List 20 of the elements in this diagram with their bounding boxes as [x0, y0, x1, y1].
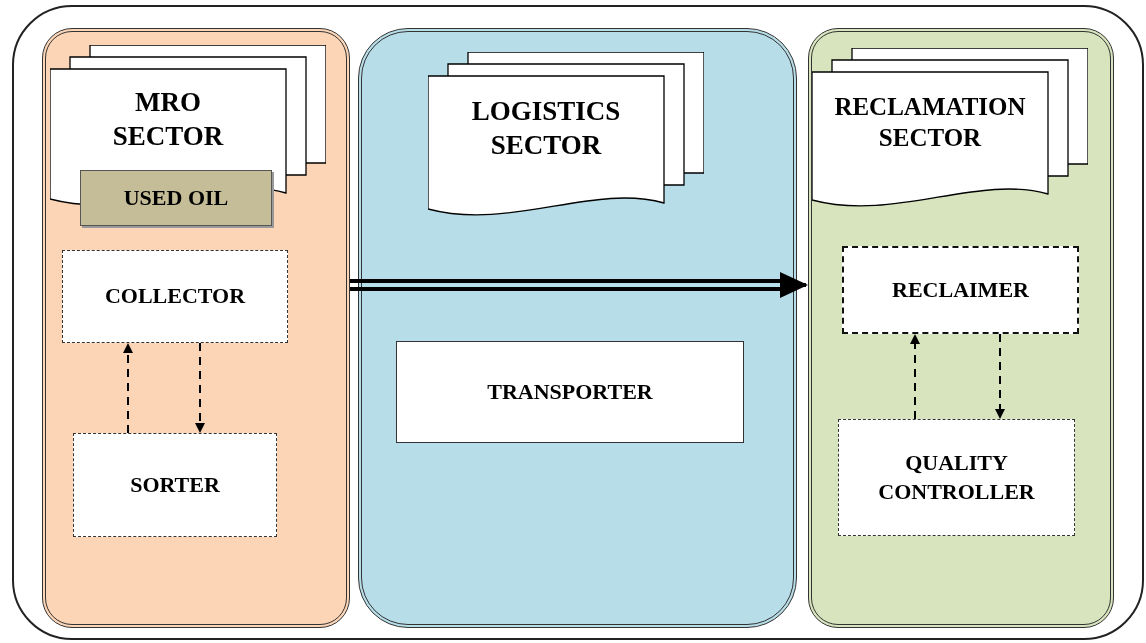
label-tag: USED OIL — [80, 170, 272, 226]
arrow — [995, 333, 1005, 419]
role-box: RECLAIMER — [842, 246, 1079, 334]
arrow — [348, 272, 808, 298]
arrow — [195, 342, 205, 433]
sector-panel — [808, 28, 1114, 628]
sector-panel — [358, 28, 797, 628]
document-stack — [812, 48, 1088, 208]
role-box: TRANSPORTER — [396, 341, 744, 443]
role-box: QUALITY CONTROLLER — [838, 419, 1075, 536]
document-stack — [428, 52, 704, 217]
outer-frame — [12, 5, 1144, 640]
role-box: SORTER — [73, 433, 277, 537]
sector-panel — [42, 28, 350, 628]
sector-title: RECLAMATION SECTOR — [833, 91, 1027, 153]
sector-title: LOGISTICS SECTOR — [470, 94, 622, 162]
arrow — [910, 334, 920, 420]
sector-title: MRO SECTOR — [111, 86, 225, 153]
arrow — [123, 343, 133, 434]
role-box: COLLECTOR — [62, 250, 288, 343]
